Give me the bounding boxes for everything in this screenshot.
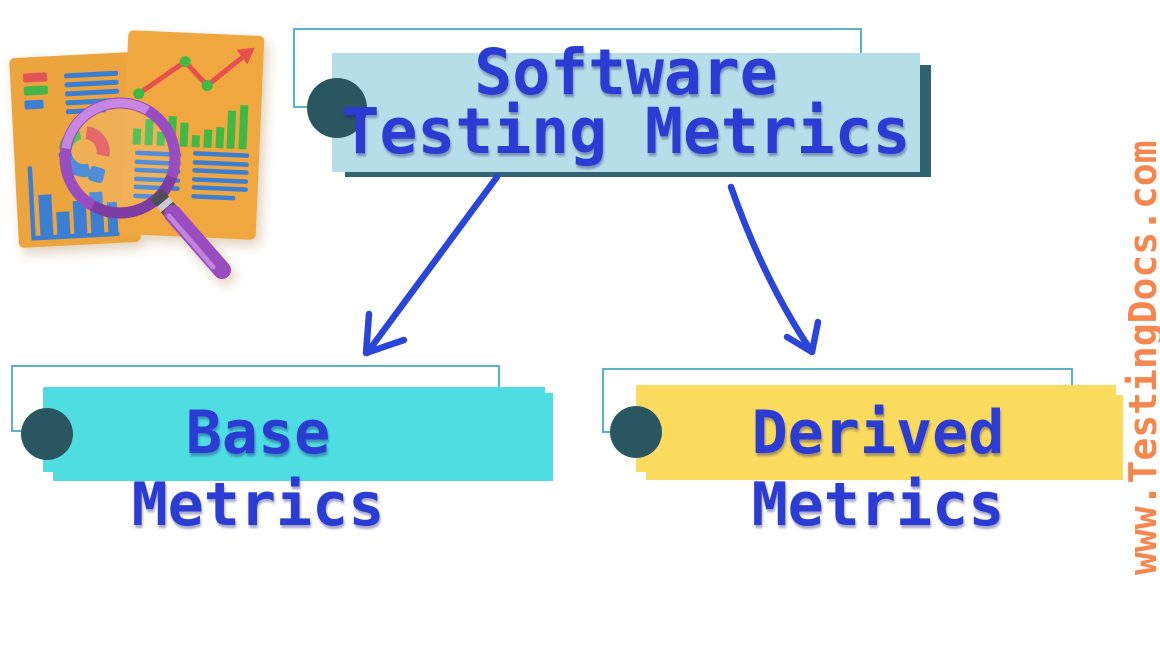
derived-node-box-notch [636, 472, 646, 480]
arrow-to-base-metrics [363, 173, 501, 357]
arrow-to-derived-metrics [727, 183, 816, 356]
legend-red-bar [23, 72, 48, 83]
legend-blue-bar [24, 99, 44, 110]
analytics-report-with-magnifier-icon [9, 30, 265, 279]
derived-node-label: Derived Metrics [616, 397, 1140, 541]
base-label-line2: Metrics [131, 470, 385, 540]
derived-label-line1: Derived [751, 398, 1005, 468]
trend-arrowhead [236, 47, 255, 65]
legend-green-bar [23, 85, 48, 96]
derived-node-box-step [1116, 395, 1123, 480]
root-bullet-dot [307, 78, 367, 138]
arrow-to-derived-metrics-head [783, 318, 822, 356]
bar-chart-axis [27, 166, 120, 241]
derived-label-line2: Metrics [751, 470, 1005, 540]
donut-exploded-slice [88, 166, 106, 184]
base-bullet-dot [21, 408, 73, 460]
magnifier-glass [71, 109, 169, 207]
base-label-line1: Base [185, 398, 331, 468]
trend-points [133, 56, 213, 100]
watermark-text: www.TestingDocs.com [1121, 140, 1160, 575]
root-node-box [332, 53, 920, 172]
magnifier-icon [59, 97, 231, 279]
base-node-box-step [545, 393, 553, 481]
report-page-front [119, 30, 265, 240]
arrow-to-base-metrics-head [362, 310, 408, 357]
base-node-box-notch [43, 472, 53, 481]
root-label-line1: Software [474, 36, 778, 109]
derived-bullet-dot [610, 406, 662, 458]
root-node-label: Software Testing Metrics [332, 36, 920, 168]
magnifier-handle [164, 205, 231, 279]
trend-line [136, 55, 244, 97]
root-label-line2: Testing Metrics [341, 95, 911, 168]
derived-node-box [636, 385, 1116, 480]
base-node-box [43, 387, 545, 481]
base-node-label: Base Metrics [8, 397, 508, 541]
